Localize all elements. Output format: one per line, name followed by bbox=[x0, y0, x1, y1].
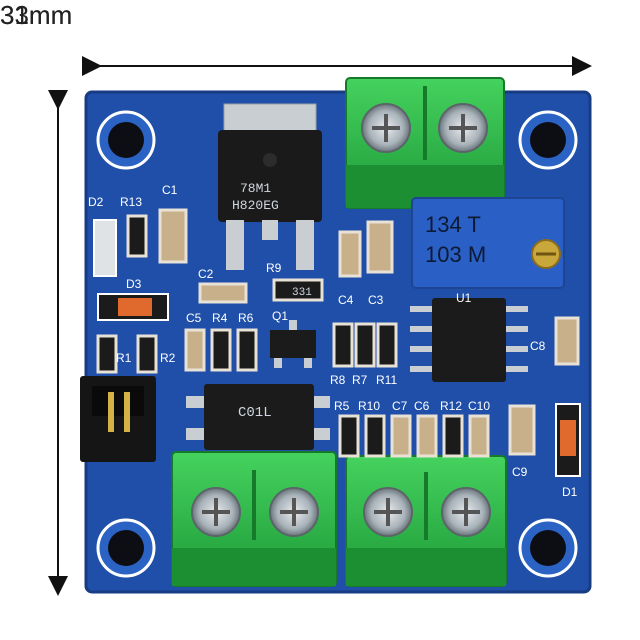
label-c7: C7 bbox=[392, 399, 408, 413]
optocoupler: C01L bbox=[186, 384, 330, 450]
label-d3: D3 bbox=[126, 277, 142, 291]
label-r13: R13 bbox=[120, 195, 142, 209]
label-r2: R2 bbox=[160, 351, 176, 365]
voltage-regulator: 78M1 H820EG bbox=[218, 103, 322, 270]
label-r9: R9 bbox=[266, 261, 282, 275]
trimpot-marking-line2: 103 M bbox=[425, 242, 486, 267]
label-r5: R5 bbox=[334, 399, 350, 413]
regulator-marking-line2: H820EG bbox=[232, 198, 279, 213]
label-u1: U1 bbox=[456, 291, 472, 305]
label-r12: R12 bbox=[440, 399, 462, 413]
width-dimension-label: 33mm bbox=[0, 0, 73, 30]
silkscreen-labels: D2 R13 C1 D3 C2 R9 331 C4 C3 U1 C5 R4 R6… bbox=[88, 183, 578, 499]
trimpot-marking-line1: 134 T bbox=[425, 212, 481, 237]
label-c2: C2 bbox=[198, 267, 214, 281]
label-r11: R11 bbox=[376, 373, 397, 387]
regulator-marking-line1: 78M1 bbox=[240, 181, 271, 196]
terminal-block-bottom-left bbox=[171, 451, 337, 587]
mounting-hole bbox=[518, 518, 578, 578]
mounting-hole bbox=[96, 110, 156, 170]
mounting-hole bbox=[96, 518, 156, 578]
label-r10: R10 bbox=[358, 399, 380, 413]
jumper-header bbox=[80, 376, 156, 462]
label-r4: R4 bbox=[212, 311, 228, 325]
label-r6: R6 bbox=[238, 311, 254, 325]
label-c9: C9 bbox=[512, 465, 528, 479]
label-c8: C8 bbox=[530, 339, 546, 353]
label-r1: R1 bbox=[116, 351, 132, 365]
mounting-hole bbox=[518, 110, 578, 170]
height-dimension-label: 31mm bbox=[0, 0, 73, 30]
trimmer-potentiometer: 134 T 103 M bbox=[411, 197, 565, 289]
smd-components bbox=[93, 208, 581, 477]
ic-chip-u1 bbox=[410, 298, 528, 382]
label-c6: C6 bbox=[414, 399, 430, 413]
label-r8: R8 bbox=[330, 373, 346, 387]
label-331: 331 bbox=[292, 287, 312, 299]
label-c4: C4 bbox=[338, 293, 354, 307]
label-c10: C10 bbox=[468, 399, 490, 413]
label-c1: C1 bbox=[162, 183, 178, 197]
terminal-block-top bbox=[345, 77, 505, 209]
label-d1: D1 bbox=[562, 485, 578, 499]
optocoupler-marking: C01L bbox=[238, 405, 272, 421]
label-q1: Q1 bbox=[272, 309, 288, 323]
terminal-block-bottom-right bbox=[345, 455, 507, 587]
label-c5: C5 bbox=[186, 311, 202, 325]
label-d2: D2 bbox=[88, 195, 104, 209]
label-c3: C3 bbox=[368, 293, 384, 307]
label-r7: R7 bbox=[352, 373, 368, 387]
